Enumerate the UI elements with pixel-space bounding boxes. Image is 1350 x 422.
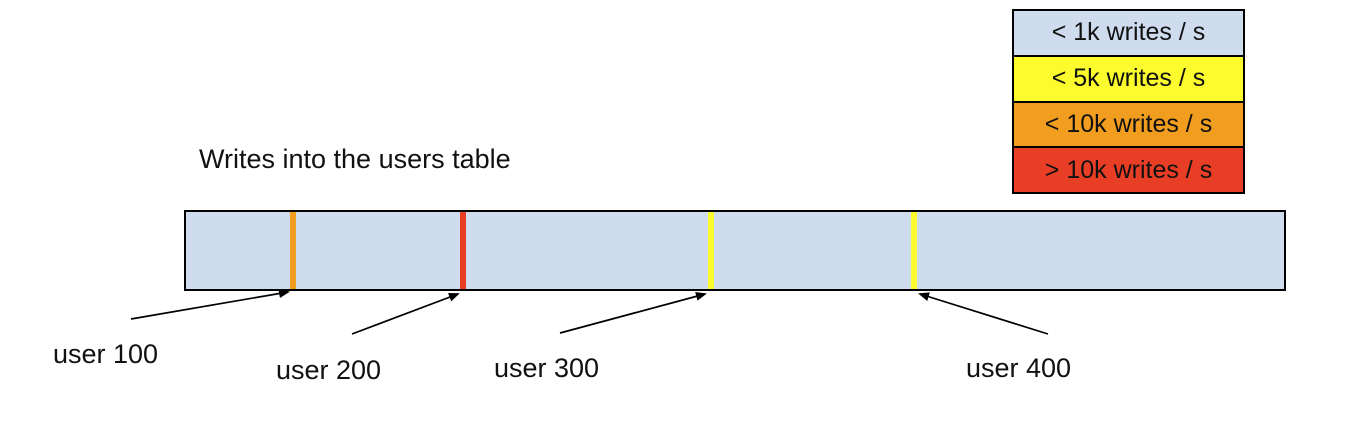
label-user-400: user 400 xyxy=(966,353,1072,383)
write-hotspot-user-300 xyxy=(708,212,714,289)
label-user-100: user 100 xyxy=(53,339,159,369)
write-hotspot-user-400 xyxy=(911,212,917,289)
legend-item-lt-1k-label: < 1k writes / s xyxy=(1051,18,1206,47)
legend-item-lt-5k: < 5k writes / s xyxy=(1014,54,1243,101)
legend-item-lt-10k-label: < 10k writes / s xyxy=(1044,109,1213,138)
arrow-user-200 xyxy=(351,292,460,335)
legend-item-lt-10k: < 10k writes / s xyxy=(1014,100,1243,147)
diagram-title: Writes into the users table xyxy=(199,144,511,174)
legend-item-gt-10k: > 10k writes / s xyxy=(1014,146,1243,192)
legend-item-lt-5k-label: < 5k writes / s xyxy=(1051,64,1206,93)
arrow-user-400 xyxy=(918,292,1049,335)
users-table-bar xyxy=(184,210,1286,291)
legend-item-gt-10k-label: > 10k writes / s xyxy=(1044,155,1213,184)
legend-item-lt-1k: < 1k writes / s xyxy=(1014,11,1243,55)
legend: < 1k writes / s < 5k writes / s < 10k wr… xyxy=(1012,9,1245,194)
write-hotspot-user-100 xyxy=(290,212,296,289)
label-user-300: user 300 xyxy=(494,353,600,383)
label-user-200: user 200 xyxy=(276,355,382,385)
write-hotspot-user-200 xyxy=(460,212,466,289)
arrow-user-300 xyxy=(559,291,707,334)
arrow-user-100 xyxy=(130,289,290,320)
